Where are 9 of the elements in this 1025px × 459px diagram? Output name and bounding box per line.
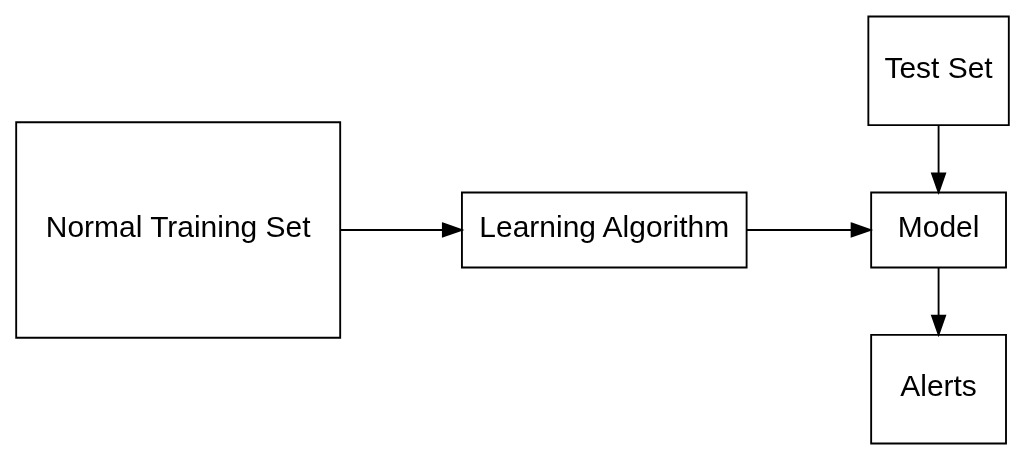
node-box: Test Set xyxy=(867,15,1010,126)
arrow xyxy=(745,221,874,238)
node-box: Model xyxy=(870,191,1007,268)
arrow xyxy=(930,266,947,337)
arrow xyxy=(930,123,947,195)
node-box: Alerts xyxy=(870,333,1007,444)
node-box: Learning Algorithm xyxy=(461,191,748,268)
arrow xyxy=(339,221,465,238)
node-box: Normal Training Set xyxy=(15,120,342,339)
